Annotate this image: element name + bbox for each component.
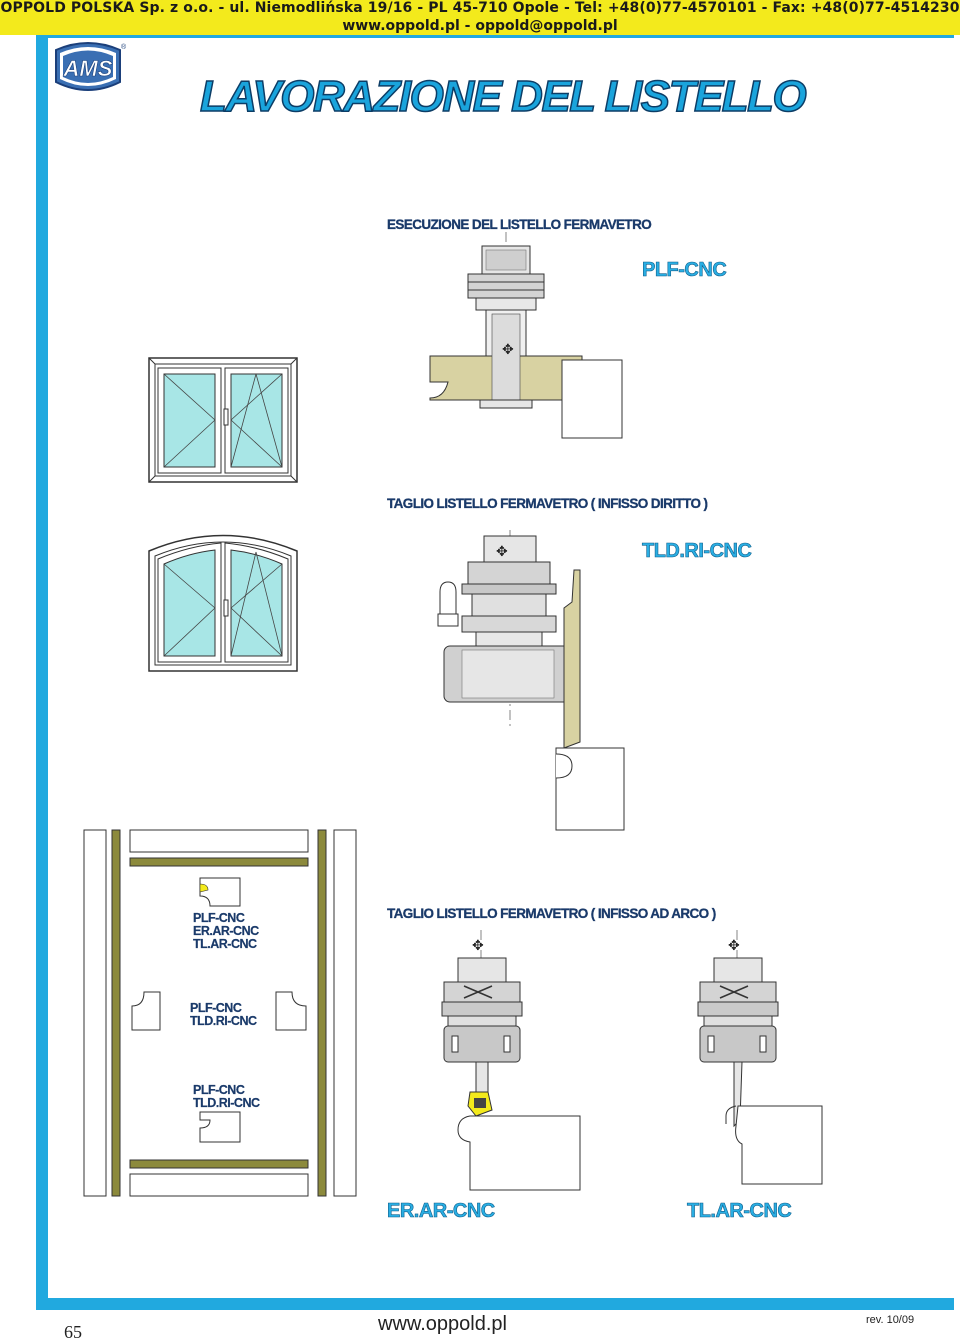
frame-section-diagram: [83, 829, 357, 1197]
tool-er-ar-illustration: ✥: [441, 930, 581, 1191]
tool-tld-ri-illustration: ✥: [437, 530, 625, 831]
header-band: [0, 0, 960, 17]
diagram-label: TL.AR-CNC: [193, 937, 257, 951]
diagram-label: PLF-CNC: [193, 1083, 245, 1097]
page-title: LAVORAZIONE DEL LISTELLO: [199, 71, 807, 122]
diagram-label: ER.AR-CNC: [193, 924, 259, 938]
diagram-label-group3: PLF-CNC TLD.RI-CNC: [193, 1083, 260, 1110]
diagram-label: PLF-CNC: [193, 911, 245, 925]
diagram-label: PLF-CNC: [190, 1001, 242, 1015]
section3-code-right: TL.AR-CNC: [687, 1200, 792, 1223]
diagram-label: TLD.RI-CNC: [193, 1096, 260, 1110]
section2-heading: TAGLIO LISTELLO FERMAVETRO ( INFISSO DIR…: [387, 496, 708, 511]
revision-label: rev. 10/09: [866, 1314, 915, 1326]
section3-code-left: ER.AR-CNC: [387, 1200, 496, 1223]
section2-code: TLD.RI-CNC: [642, 540, 753, 563]
page-frame-left: [36, 35, 48, 1310]
arrow-symbol-icon: ✥: [472, 938, 484, 954]
footer-url[interactable]: www.oppold.pl: [378, 1313, 507, 1335]
window-arched-illustration: [148, 534, 298, 672]
logo-text: AMS: [63, 56, 113, 81]
section1-code: PLF-CNC: [642, 259, 727, 282]
page-frame-bottom: [36, 1298, 954, 1310]
tool-plf-illustration: ✥: [429, 232, 623, 439]
company-address: OPPOLD POLSKA Sp. z o.o. - ul. Niemodliń…: [0, 0, 960, 16]
arrow-symbol-icon: ✥: [502, 342, 514, 358]
diagram-label-group1: PLF-CNC ER.AR-CNC TL.AR-CNC: [193, 911, 259, 951]
arrow-symbol-icon: ✥: [728, 938, 740, 954]
window-rectangular-illustration: [148, 357, 298, 483]
ams-logo: AMS ®: [55, 42, 127, 91]
diagram-label-group2: PLF-CNC TLD.RI-CNC: [190, 1001, 257, 1028]
diagram-label: TLD.RI-CNC: [190, 1014, 257, 1028]
arrow-symbol-icon: ✥: [496, 544, 508, 560]
page-number: 65: [64, 1322, 82, 1342]
company-contact: www.oppold.pl - oppold@oppold.pl: [0, 17, 960, 35]
page-frame-top: [36, 35, 954, 38]
section1-heading: ESECUZIONE DEL LISTELLO FERMAVETRO: [387, 217, 652, 232]
tool-tl-ar-illustration: ✥: [697, 930, 823, 1185]
logo-registered-mark: ®: [121, 43, 127, 51]
section3-heading: TAGLIO LISTELLO FERMAVETRO ( INFISSO AD …: [387, 906, 717, 921]
